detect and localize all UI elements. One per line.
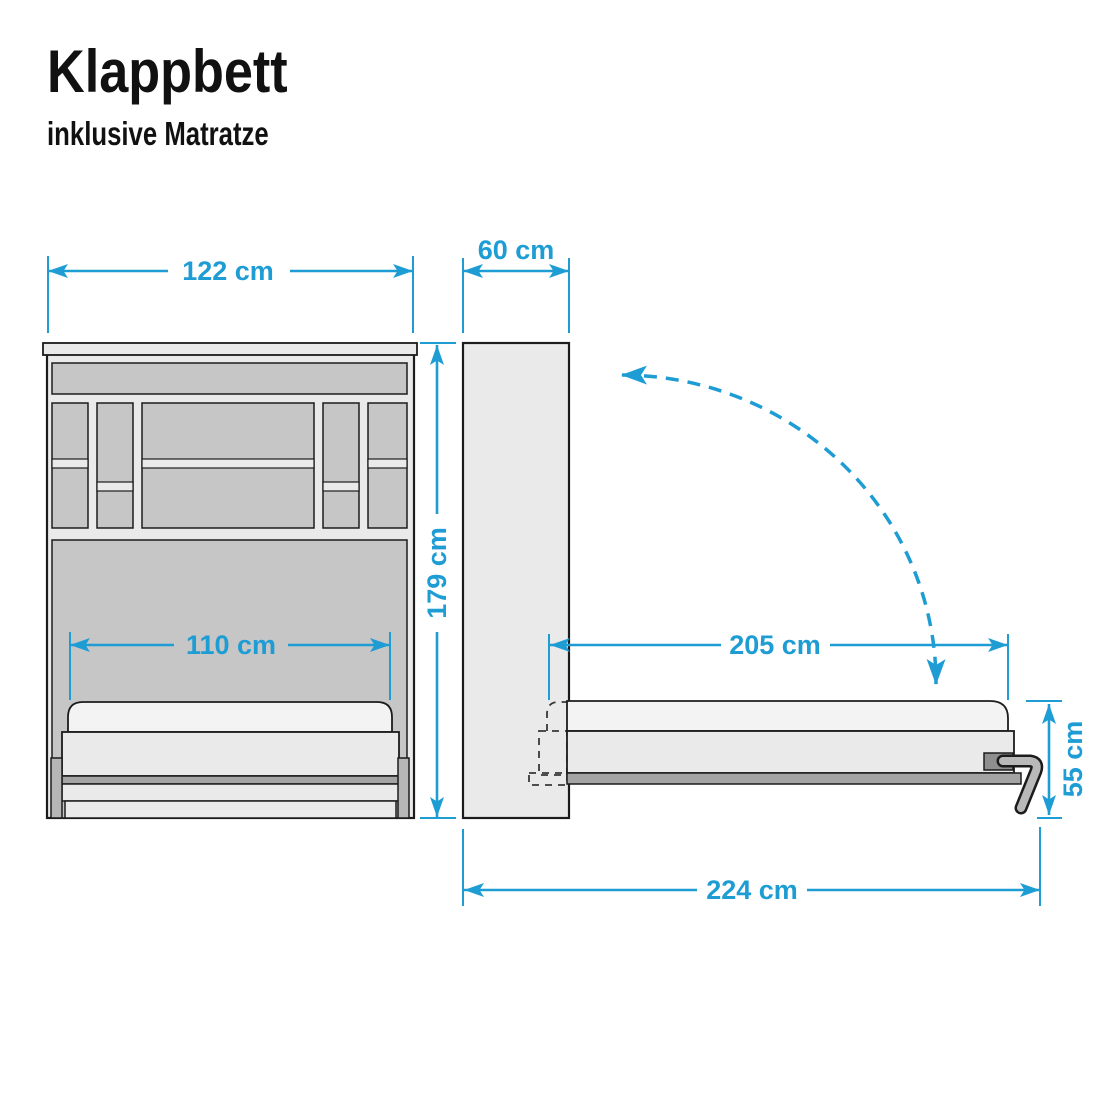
- page-subtitle: inklusive Matratze: [47, 115, 269, 152]
- dimension-front-height: 179 cm: [420, 342, 456, 819]
- side-column-left: [50, 757, 63, 819]
- headboard-panel: [96, 402, 134, 529]
- hidden-frame-dashed: [538, 730, 568, 776]
- bed-rail-front: [61, 775, 400, 785]
- panel-divider: [141, 458, 315, 469]
- dimension-label: 205 cm: [729, 630, 821, 660]
- dimensions: 122 cm 60 cm 179 cm 110 cm: [47, 235, 1088, 906]
- dimension-open-total-depth: 224 cm: [462, 827, 1041, 906]
- dimension-front-width: 122 cm: [47, 256, 414, 333]
- front-view-closed-cabinet: [42, 342, 418, 820]
- panel-divider: [96, 481, 134, 492]
- panel-divider: [51, 458, 89, 469]
- dimension-label: 179 cm: [422, 527, 452, 619]
- folding-leg: [999, 757, 1041, 812]
- bed-frame-front: [61, 731, 400, 777]
- page-title: Klappbett: [47, 38, 288, 105]
- dimension-label: 122 cm: [182, 256, 274, 286]
- headboard-panel: [322, 402, 360, 529]
- dimension-label: 224 cm: [706, 875, 798, 905]
- panel-divider: [322, 481, 360, 492]
- dimension-label: 110 cm: [186, 630, 276, 660]
- dimension-bed-length: 205 cm: [548, 630, 1009, 700]
- cabinet-top-cap: [42, 342, 418, 356]
- dimension-bed-height: 55 cm: [1026, 700, 1088, 819]
- hidden-mattress-corner-dashed: [546, 701, 567, 731]
- side-column-right: [397, 757, 410, 819]
- cabinet-side: [461, 341, 571, 820]
- dimension-label: 60 cm: [478, 235, 555, 265]
- headboard-top-band: [51, 362, 408, 395]
- bed-frame-side: [566, 730, 1015, 774]
- panel-divider: [367, 458, 408, 469]
- dimension-mattress-width: 110 cm: [69, 630, 391, 700]
- bed-rail-side: [566, 772, 1022, 785]
- fold-motion-arc: [621, 365, 946, 685]
- bed-base-band: [64, 800, 397, 819]
- mattress-side: [566, 700, 1009, 732]
- fold-arc-arrow: [621, 365, 946, 685]
- bed-base-band: [61, 783, 400, 802]
- dimension-label: 55 cm: [1058, 721, 1088, 798]
- mattress-front: [67, 701, 393, 733]
- dimension-cabinet-depth: 60 cm: [462, 235, 570, 333]
- side-view-open-bed: [461, 341, 1044, 820]
